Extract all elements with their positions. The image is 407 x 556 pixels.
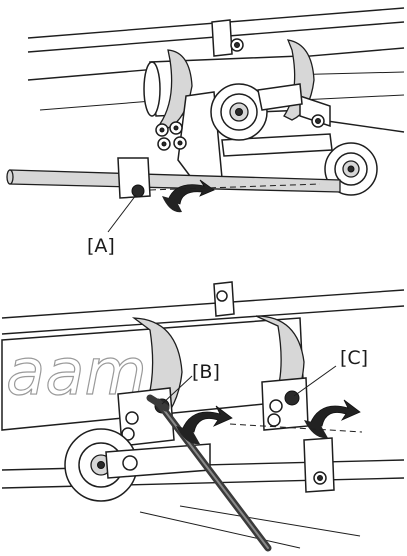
bolt-c-icon bbox=[284, 390, 300, 406]
rod-clamp-a bbox=[117, 157, 151, 199]
top-panel: [A] bbox=[6, 7, 405, 257]
leader-line-a bbox=[107, 194, 137, 233]
saddle-clamp-c bbox=[255, 315, 309, 431]
leader-line-c bbox=[293, 365, 337, 397]
callout-a: [A] bbox=[87, 235, 115, 257]
top-clamp-bracket bbox=[211, 19, 244, 57]
top-rod bbox=[6, 169, 341, 193]
rotation-arrow-a-icon bbox=[162, 179, 215, 213]
bottom-panel: aam bbox=[1, 281, 405, 552]
callout-b: [B] bbox=[192, 361, 220, 383]
top-roller-assembly bbox=[210, 83, 378, 196]
rotation-arrow-b-icon bbox=[176, 405, 233, 445]
leader-line-b bbox=[161, 375, 193, 405]
rotation-arrow-c-icon bbox=[304, 399, 361, 439]
bolt-a-icon bbox=[131, 184, 145, 198]
bottom-top-clamp bbox=[213, 281, 235, 317]
bottom-wheel bbox=[64, 428, 211, 502]
callout-c: [C] bbox=[340, 347, 368, 369]
bottom-rod-clamp bbox=[303, 437, 335, 493]
